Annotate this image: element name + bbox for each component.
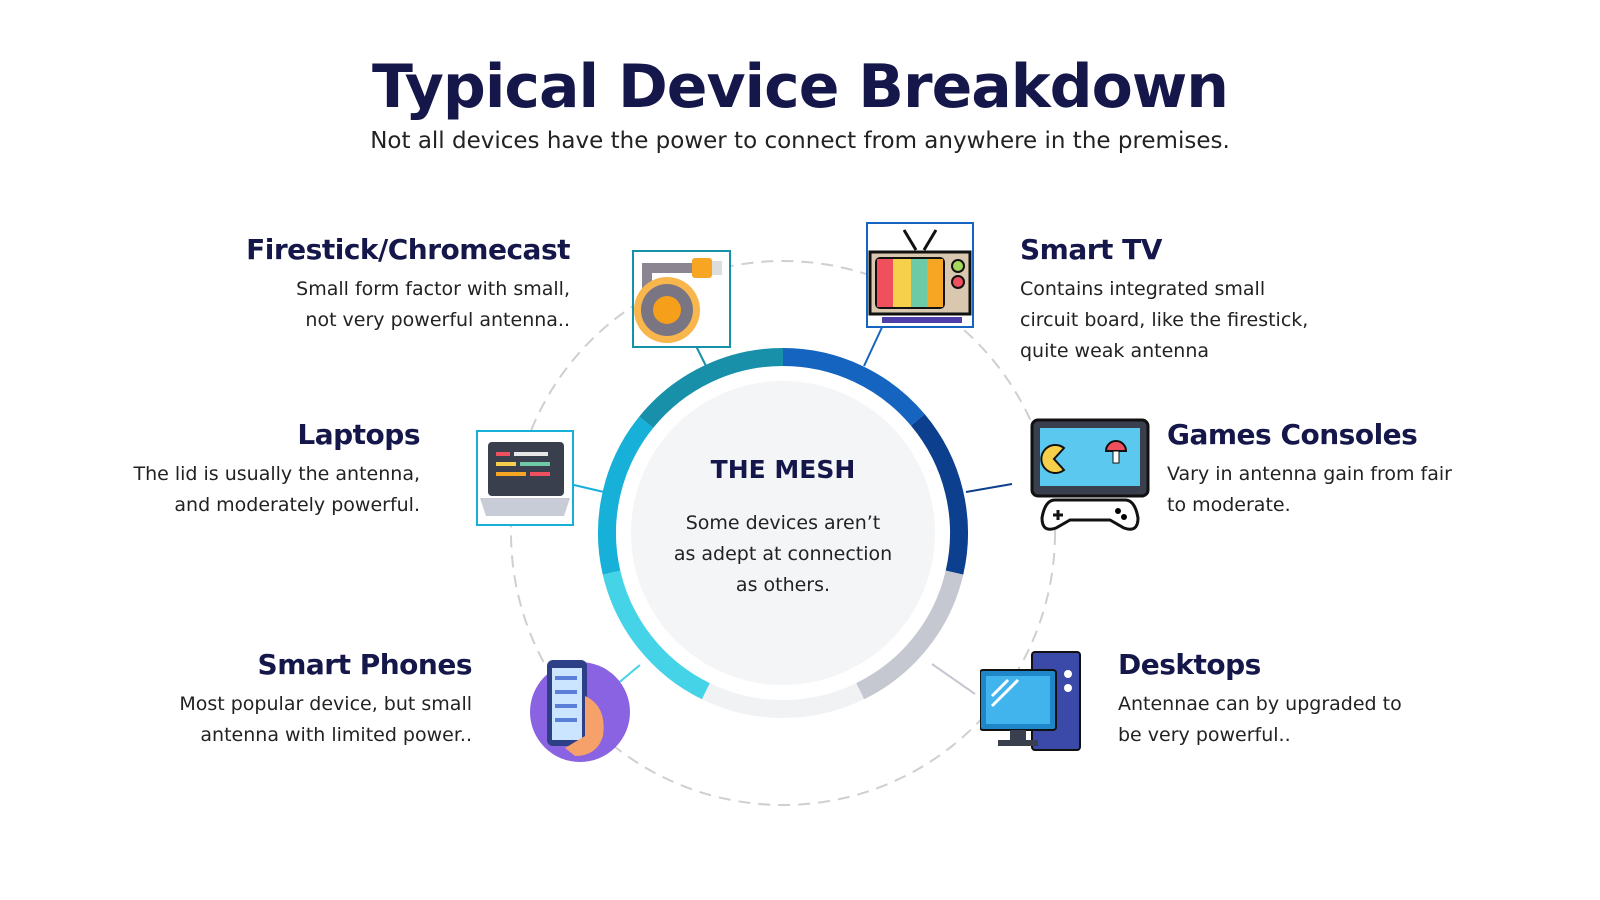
device-title: Firestick/Chromecast — [246, 233, 570, 266]
connector-desktop — [931, 663, 976, 695]
smartphone-icon — [530, 660, 630, 762]
connector-tv — [863, 322, 885, 367]
desktop-icon — [980, 651, 1081, 751]
device-smart-phones: Smart Phones Most popular device, but sm… — [52, 648, 472, 751]
device-text: Most popular device, but small antenna w… — [179, 693, 472, 746]
device-title: Laptops — [297, 418, 420, 451]
device-text: Antennae can by upgraded to be very powe… — [1118, 693, 1402, 746]
page-title: Typical Device Breakdown — [372, 52, 1229, 122]
device-chromecast: Firestick/Chromecast Small form factor w… — [150, 233, 570, 336]
device-text: The lid is usually the antenna, and mode… — [133, 463, 420, 516]
device-title: Desktops — [1118, 648, 1261, 681]
center-title: THE MESH — [710, 455, 856, 484]
ring-segment-5 — [598, 416, 654, 575]
ring-segment-0 — [782, 348, 925, 426]
center-disc — [631, 381, 935, 685]
game-console-icon — [1030, 418, 1150, 531]
ring-segment-1 — [910, 414, 968, 575]
ring-segment-4 — [602, 570, 710, 700]
device-games-consoles: Games Consoles Vary in antenna gain from… — [1167, 418, 1587, 521]
chromecast-icon — [632, 250, 731, 348]
device-title: Smart Phones — [257, 648, 473, 681]
device-laptops: Laptops The lid is usually the antenna, … — [0, 418, 420, 521]
device-title: Games Consoles — [1167, 418, 1418, 451]
tv-icon — [866, 222, 974, 328]
center-text: Some devices aren’t as adept at connecti… — [673, 512, 893, 596]
device-smart-tv: Smart TV Contains integrated small circu… — [1020, 233, 1440, 367]
laptop-icon — [476, 430, 574, 526]
device-desktops: Desktops Antennae can by upgraded to be … — [1118, 648, 1538, 751]
dashed-orbit — [510, 260, 1056, 806]
page-subtitle: Not all devices have the power to connec… — [370, 128, 1230, 154]
connector-console — [965, 483, 1013, 493]
ring-segment-3 — [701, 683, 865, 718]
ring-segment-6 — [639, 348, 784, 428]
device-title: Smart TV — [1020, 233, 1162, 266]
device-text: Small form factor with small, not very p… — [296, 278, 570, 331]
device-text: Contains integrated small circuit board,… — [1020, 278, 1309, 362]
ring-segment-2 — [856, 570, 964, 700]
device-text: Vary in antenna gain from fair to modera… — [1167, 463, 1452, 516]
